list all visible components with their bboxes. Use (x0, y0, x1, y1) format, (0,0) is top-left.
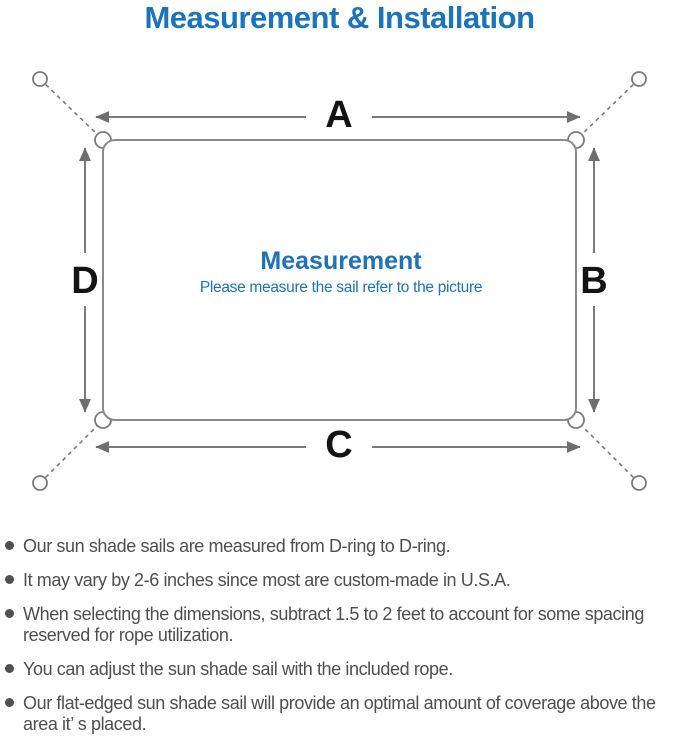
bullet-icon (5, 609, 14, 618)
list-item: You can adjust the sun shade sail with t… (5, 659, 669, 680)
anchor-point-bottom-left-icon (32, 475, 48, 491)
list-item: It may vary by 2-6 inches since most are… (5, 570, 669, 591)
bullet-icon (5, 575, 14, 584)
rope-line-bottom-right (575, 419, 640, 484)
dimension-label-b: B (580, 260, 607, 302)
note-text: You can adjust the sun shade sail with t… (23, 659, 453, 679)
rope-line-bottom-left (39, 419, 104, 484)
diagram-caption-title: Measurement (260, 247, 422, 275)
sail-measurement-diagram: A C D B Measurement Please measure the s… (32, 71, 647, 491)
list-item: Our sun shade sails are measured from D-… (5, 536, 669, 557)
dimension-label-c: C (325, 424, 352, 466)
list-item: Our flat-edged sun shade sail will provi… (5, 693, 669, 735)
note-text: It may vary by 2-6 inches since most are… (23, 570, 511, 590)
bullet-icon (5, 541, 14, 550)
sail-outline (102, 139, 577, 421)
bullet-icon (5, 698, 14, 707)
bullet-icon (5, 664, 14, 673)
page-title: Measurement & Installation (144, 0, 535, 35)
note-text: Our flat-edged sun shade sail will provi… (23, 693, 656, 734)
list-item: When selecting the dimensions, subtract … (5, 604, 669, 646)
dimension-label-a: A (325, 94, 352, 136)
note-text: When selecting the dimensions, subtract … (23, 604, 644, 645)
rope-line-top-right (575, 78, 640, 141)
notes-list: Our sun shade sails are measured from D-… (5, 536, 669, 739)
dimension-label-d: D (71, 260, 98, 302)
anchor-point-bottom-right-icon (631, 475, 647, 491)
anchor-point-top-left-icon (32, 71, 48, 87)
rope-line-top-left (39, 78, 104, 141)
anchor-point-top-right-icon (631, 71, 647, 87)
note-text: Our sun shade sails are measured from D-… (23, 536, 451, 556)
diagram-caption-subtitle: Please measure the sail refer to the pic… (200, 279, 482, 296)
